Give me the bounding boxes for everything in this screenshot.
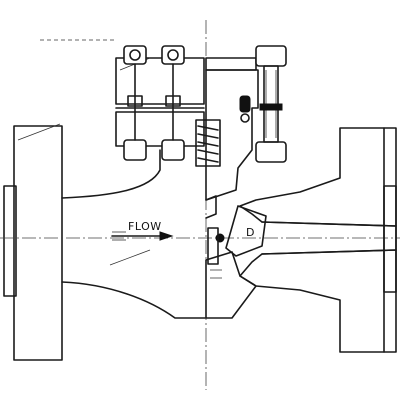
flow-indicator: FLOW xyxy=(111,220,174,241)
upper-body-wall xyxy=(205,69,259,201)
flange-hatch-mark xyxy=(17,123,61,141)
bolt-washer-1 xyxy=(127,95,143,107)
left-body-bottom-curve xyxy=(61,281,206,319)
spring xyxy=(195,95,251,167)
left-flange xyxy=(3,123,63,361)
bolt-head-2 xyxy=(167,49,179,61)
vent-plug xyxy=(239,95,251,113)
disc-label: D xyxy=(246,226,255,239)
bonnet-upper-block xyxy=(115,57,205,105)
left-body-top-curve xyxy=(61,149,161,199)
bonnet-lower-block xyxy=(115,111,205,147)
spring-housing xyxy=(195,119,221,167)
bolt-washer-2 xyxy=(165,95,181,107)
bolt-head-1 xyxy=(129,49,141,61)
spring-coils xyxy=(197,125,219,163)
left-flange-rim xyxy=(13,125,63,361)
outlet-bore-bottom xyxy=(261,249,397,255)
lower-body-wall xyxy=(205,251,257,319)
outlet-bore-top xyxy=(261,221,397,227)
seat-insert xyxy=(207,227,219,265)
bolt-nut-bottom-2 xyxy=(161,139,185,161)
right-gasket xyxy=(259,103,283,111)
seat-threads xyxy=(210,269,222,279)
disc-and-seat: D xyxy=(205,195,267,279)
disc-guide xyxy=(205,195,217,219)
right-body-section xyxy=(205,57,397,353)
flow-label: FLOW xyxy=(128,220,162,233)
body-scribble xyxy=(109,249,151,266)
bonnet-right-section xyxy=(205,57,257,71)
vent-ring xyxy=(240,113,250,123)
bolt-nut-bottom-1 xyxy=(123,139,147,161)
flow-arrow-head xyxy=(159,231,174,241)
disc xyxy=(225,205,267,257)
left-flange-face xyxy=(3,185,17,297)
right-stud-bolt xyxy=(255,45,287,163)
right-bolt-nut-bottom xyxy=(255,141,287,163)
left-body-outline xyxy=(61,149,206,319)
bonnet-left xyxy=(115,45,205,161)
right-bolt-nut-top xyxy=(255,45,287,67)
right-flange-raised-face xyxy=(383,185,397,293)
